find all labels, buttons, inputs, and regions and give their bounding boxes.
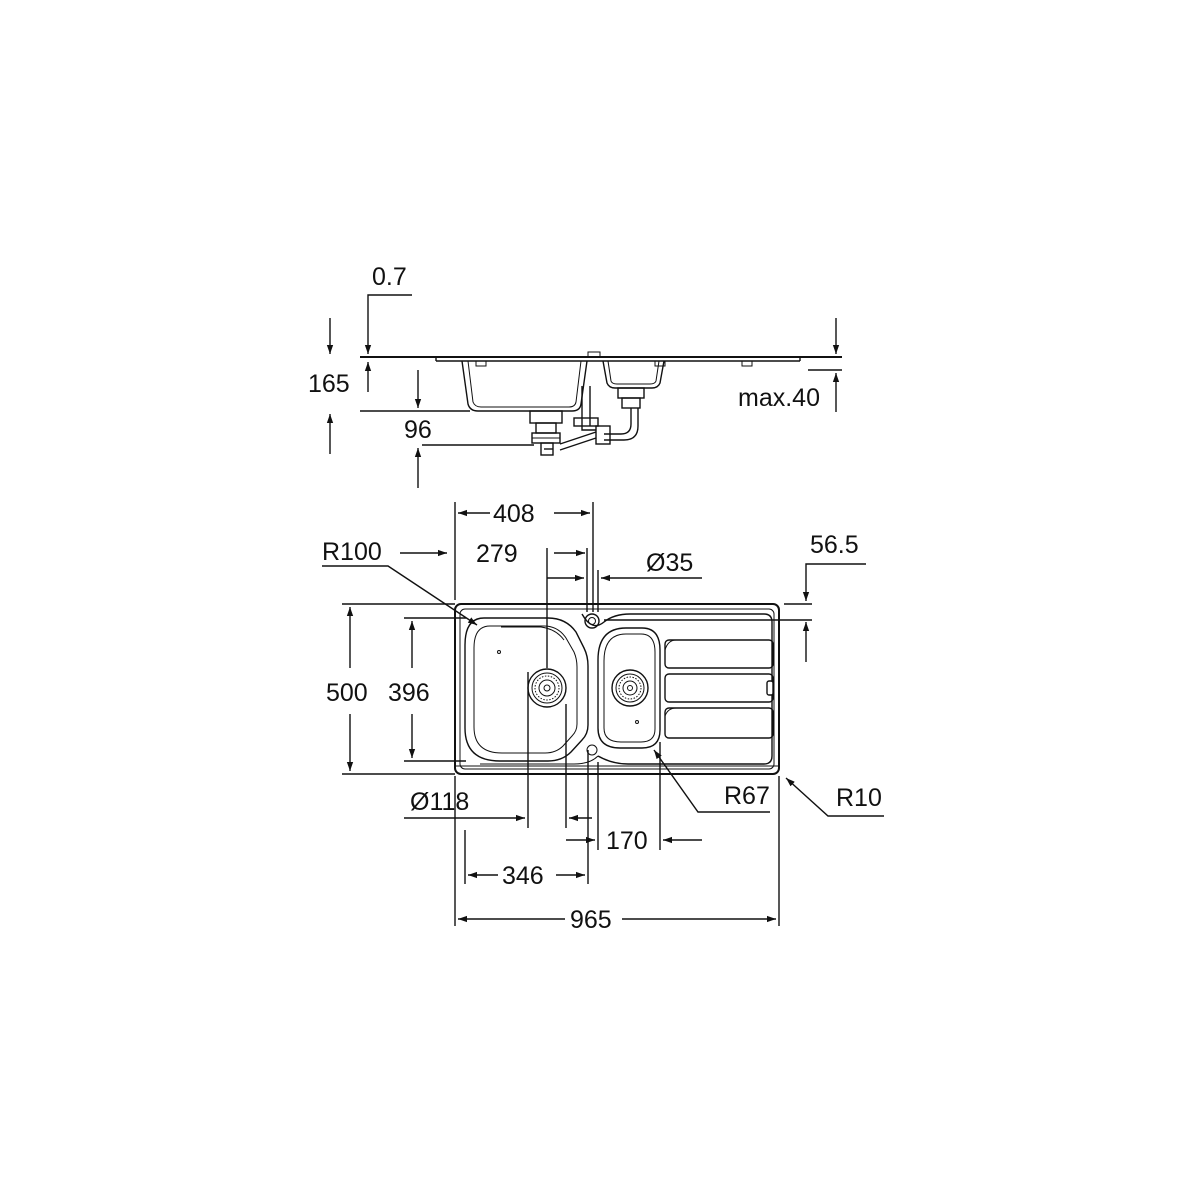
label-main-bowl-radius: R100	[322, 538, 382, 566]
label-small-bowl-width: 170	[606, 827, 648, 855]
side-view-rim	[360, 351, 842, 412]
label-overall-width: 965	[570, 906, 612, 934]
dim-overall-width: 965	[454, 776, 780, 934]
dim-max-worktop: max.40	[738, 318, 840, 412]
drainer-rim	[480, 613, 773, 765]
main-waste-icon	[527, 668, 567, 708]
label-waste-diameter: Ø118	[410, 788, 469, 816]
dim-tap-hole-diameter: Ø35	[547, 549, 702, 612]
dim-sheet-thickness: 0.7	[364, 263, 412, 392]
dim-bowl-depth: 96	[404, 370, 534, 488]
overflow-icon	[586, 744, 598, 756]
label-tap-hole-diameter: Ø35	[646, 549, 693, 577]
label-tap-hole-distance: 56.5	[810, 531, 859, 559]
waste-trap-icon	[529, 386, 645, 456]
dim-small-bowl-radius: R67	[653, 749, 770, 813]
small-bowl	[597, 627, 661, 749]
drainer-grooves	[664, 639, 774, 739]
side-view: 0.7 165 96 max.40	[308, 263, 842, 488]
label-main-bowl-width: 408	[493, 500, 535, 528]
small-waste-icon	[611, 669, 649, 707]
dim-tap-hole-offset: 279	[476, 540, 588, 668]
label-max-worktop: max.40	[738, 384, 820, 412]
dim-waste-offset: 346	[464, 750, 589, 890]
dim-main-bowl-width: 408	[454, 500, 594, 612]
label-tap-hole-offset: 279	[476, 540, 518, 568]
dim-small-bowl-width: 170	[566, 742, 702, 855]
dim-total-depth: 165	[308, 318, 350, 454]
top-view: 408 279 Ø35 56.5 R100	[322, 500, 884, 934]
label-waste-offset: 346	[502, 862, 544, 890]
label-total-depth: 165	[308, 370, 350, 398]
label-corner-radius: R10	[836, 784, 882, 812]
dim-corner-radius: R10	[785, 777, 884, 817]
dim-main-bowl-radius: R100	[322, 538, 478, 626]
label-bowl-depth-top: 396	[388, 679, 430, 707]
label-overall-depth: 500	[326, 679, 368, 707]
sink-outline	[454, 603, 780, 775]
dim-overall-depth: 500	[326, 603, 455, 775]
dim-waste-diameter: Ø118	[404, 672, 592, 828]
dim-tap-hole-distance: 56.5	[604, 531, 866, 662]
label-small-bowl-radius: R67	[724, 782, 770, 810]
dim-bowl-depth: 396	[388, 617, 466, 762]
side-view-main-bowl	[461, 360, 588, 412]
label-sheet-thickness: 0.7	[372, 263, 407, 291]
label-bowl-depth: 96	[404, 416, 432, 444]
main-bowl	[464, 617, 589, 762]
